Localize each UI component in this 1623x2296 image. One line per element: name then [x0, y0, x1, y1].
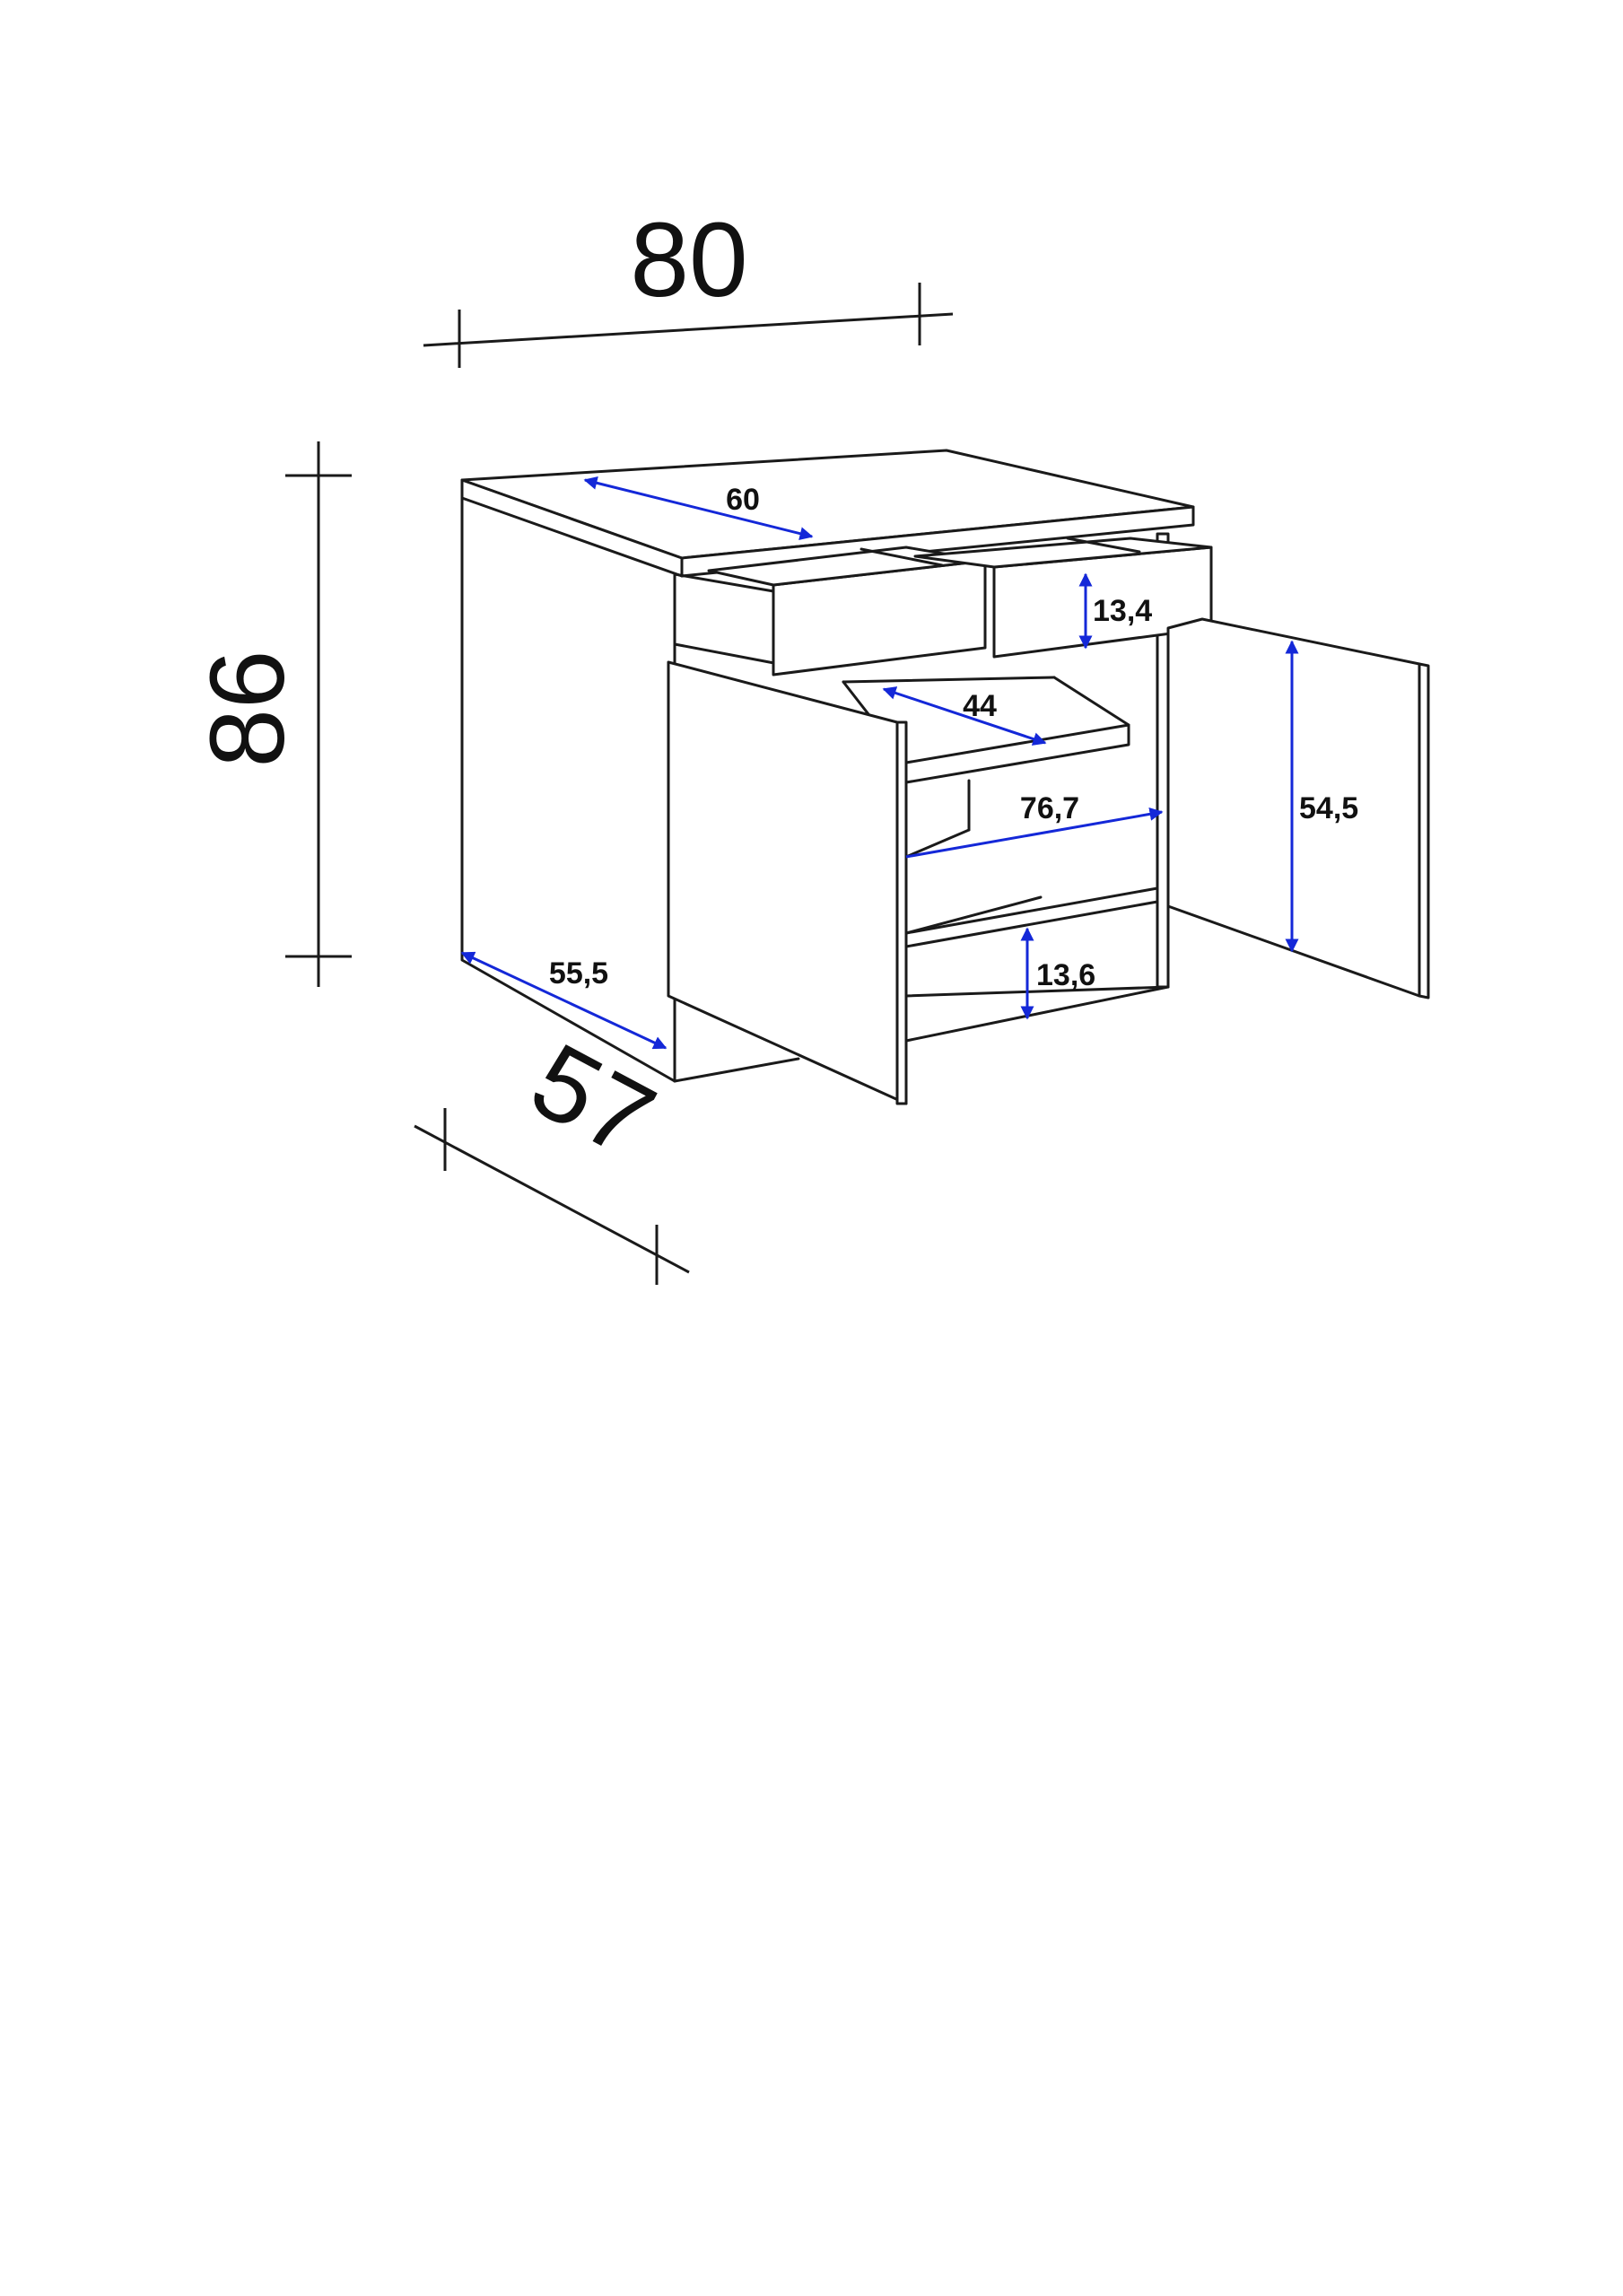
right-drawer-top	[913, 537, 1213, 569]
drawer-height-label: 13,4	[1093, 594, 1152, 628]
width-dimension: 80	[423, 201, 954, 368]
left-door-edge	[895, 720, 908, 1105]
left-door	[667, 660, 908, 1105]
plinth-height-label: 13,6	[1036, 958, 1095, 992]
cabinet-side-panel	[460, 496, 676, 1083]
width-label: 80	[630, 201, 747, 319]
shelf-depth-label: 44	[963, 689, 997, 723]
right-door	[1166, 617, 1421, 998]
side-depth-label: 55,5	[549, 956, 608, 991]
height-label: 86	[188, 650, 307, 767]
inner-dimensions: 60 13,4 44 76,7 54,5 55,5 13,6	[460, 476, 1358, 1050]
inner-width-label: 76,7	[1020, 791, 1079, 825]
door-height-label: 54,5	[1299, 791, 1358, 825]
top-depth-label: 60	[726, 483, 760, 517]
right-door-edge	[1418, 662, 1430, 1000]
height-dimension: 86	[188, 441, 352, 987]
lower-shelf	[904, 886, 1159, 948]
cabinet	[460, 449, 1430, 1105]
